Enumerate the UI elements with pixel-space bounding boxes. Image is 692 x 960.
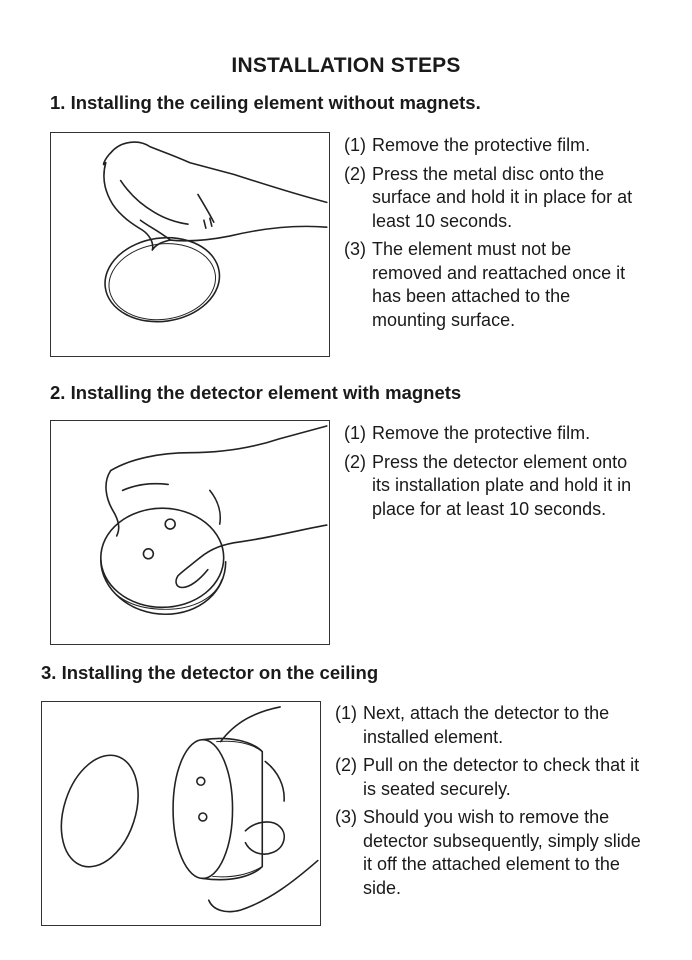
step-number: (1) — [344, 423, 366, 443]
detector-attach-ceiling-drawing — [60, 706, 319, 913]
magnet-hole — [142, 548, 155, 560]
step-text: The element must not be removed and reat… — [372, 239, 626, 330]
section-3-heading: 3. Installing the detector on the ceilin… — [41, 662, 379, 683]
step-number: (3) — [344, 239, 366, 259]
installed-element-disc — [60, 754, 139, 868]
list-item: (1) Remove the protective film. — [344, 422, 644, 446]
hand-pressing-detector-drawing — [100, 425, 328, 616]
section-3-steps: (1) Next, attach the detector to the inst… — [335, 702, 645, 905]
section-3-illustration — [41, 701, 321, 926]
step-text: Should you wish to remove the detector s… — [363, 807, 641, 898]
step-text: Press the detector element onto its inst… — [372, 451, 632, 519]
list-item: (2) Pull on the detector to check that it… — [335, 754, 645, 801]
section-2-illustration — [50, 420, 330, 645]
section-1-steps: (1) Remove the protective film. (2) Press … — [344, 134, 644, 337]
step-text: Remove the protective film. — [372, 423, 591, 443]
hand-pressing-disc-drawing — [102, 141, 328, 323]
step-number: (2) — [335, 755, 357, 775]
step-text: Press the metal disc onto the surface an… — [372, 163, 633, 231]
metal-disc-ring — [104, 236, 221, 323]
step-number: (3) — [335, 807, 357, 827]
detector-front — [172, 738, 234, 880]
step-text: Pull on the detector to check that it is… — [363, 755, 640, 799]
section-1-illustration — [50, 132, 330, 357]
list-item: (1) Remove the protective film. — [344, 134, 644, 158]
magnet-hole — [196, 776, 206, 787]
step-text: Remove the protective film. — [372, 135, 591, 155]
step-number: (1) — [344, 135, 366, 155]
step-text: Next, attach the detector to the install… — [363, 703, 610, 747]
step-number: (2) — [344, 163, 366, 184]
section-2-heading: 2. Installing the detector element with … — [50, 382, 462, 403]
section-1-heading: 1. Installing the ceiling element withou… — [50, 92, 481, 113]
page-title: INSTALLATION STEPS — [231, 54, 461, 77]
list-item: (2) Press the metal disc onto the surface… — [344, 163, 644, 234]
detector-face — [100, 507, 225, 609]
magnet-hole — [198, 812, 208, 822]
list-item: (3) Should you wish to remove the detecto… — [335, 806, 645, 900]
list-item: (3) The element must not be removed and r… — [344, 238, 644, 332]
list-item: (2) Press the detector element onto its i… — [344, 451, 644, 522]
step-number: (1) — [335, 703, 357, 723]
section-2-steps: (1) Remove the protective film. (2) Press … — [344, 422, 644, 526]
magnet-hole — [164, 518, 176, 530]
list-item: (1) Next, attach the detector to the inst… — [335, 702, 645, 749]
step-number: (2) — [344, 451, 366, 472]
